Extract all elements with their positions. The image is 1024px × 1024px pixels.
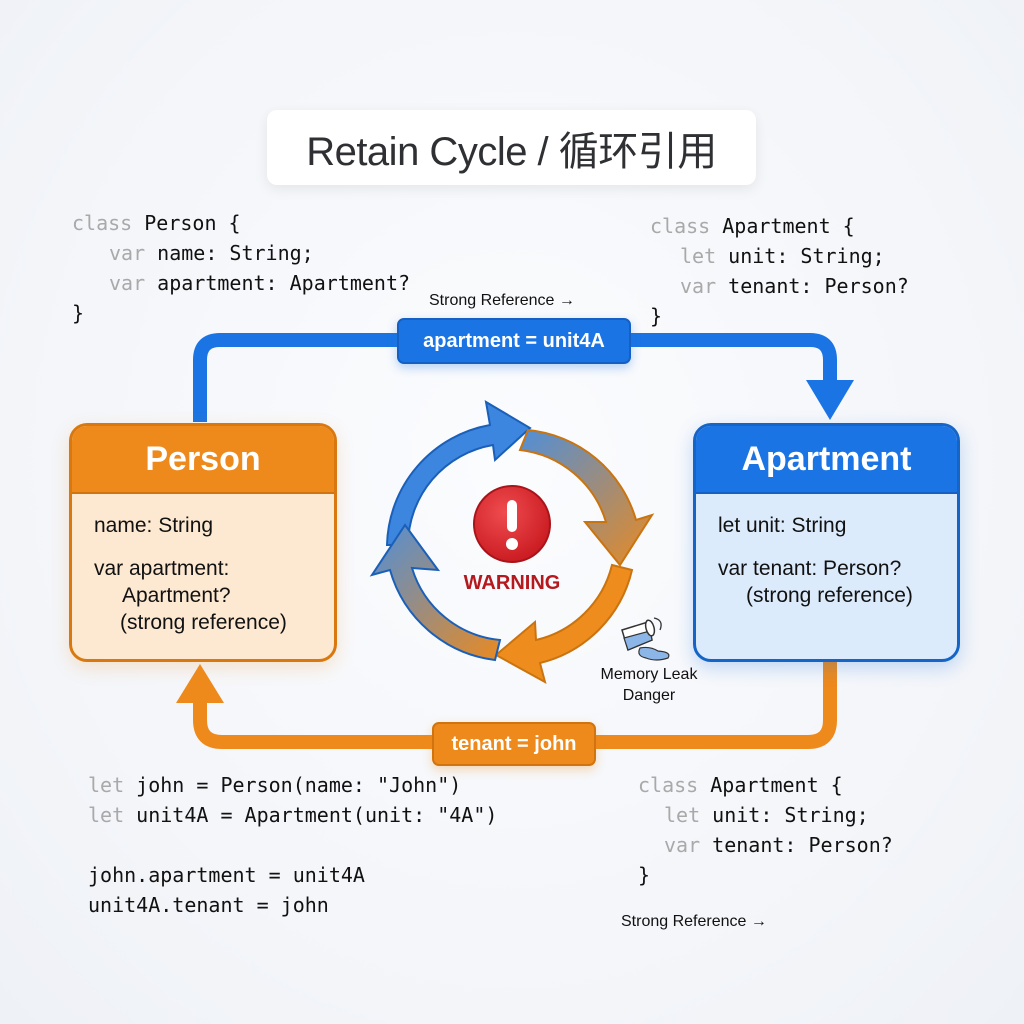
code-keyword: var bbox=[680, 274, 717, 298]
code-line: let unit: String; bbox=[650, 241, 909, 271]
code-line: john.apartment = unit4A bbox=[88, 860, 497, 890]
code-bottom-left: let john = Person(name: "John")let unit4… bbox=[88, 770, 497, 920]
code-line: var name: String; bbox=[72, 238, 410, 268]
person-class-box: Person name: String var apartment: Apart… bbox=[69, 423, 337, 662]
code-keyword: let bbox=[680, 244, 717, 268]
code-text: } bbox=[650, 304, 663, 328]
code-text: } bbox=[638, 863, 651, 887]
memory-leak-label: Memory Leak Danger bbox=[584, 664, 714, 706]
code-line: class Person { bbox=[72, 208, 410, 238]
warning-icon bbox=[473, 485, 551, 563]
code-text: Person { bbox=[132, 211, 241, 235]
code-line: var apartment: Apartment? bbox=[72, 268, 410, 298]
code-text: } bbox=[72, 301, 85, 325]
person-box-title: Person bbox=[72, 426, 334, 494]
warning-label: WARNING bbox=[463, 572, 561, 594]
tenant-assignment-label: tenant = john bbox=[432, 722, 596, 766]
code-keyword: class bbox=[650, 214, 711, 238]
apartment-box-title: Apartment bbox=[696, 426, 957, 494]
code-text: john.apartment = unit4A bbox=[88, 863, 365, 887]
code-text: Apartment { bbox=[698, 773, 843, 797]
code-top-left: class Person {var name: String;var apart… bbox=[72, 208, 410, 328]
apartment-assignment-label: apartment = unit4A bbox=[397, 318, 631, 364]
code-text: unit4A.tenant = john bbox=[88, 893, 329, 917]
code-keyword: var bbox=[109, 241, 146, 265]
code-text: apartment: Apartment? bbox=[145, 271, 411, 295]
memory-leak-line1: Memory Leak bbox=[600, 666, 698, 683]
code-keyword: class bbox=[72, 211, 133, 235]
spilled-cup-icon bbox=[621, 617, 670, 661]
code-top-right: class Apartment {let unit: String;var te… bbox=[650, 211, 909, 331]
code-line: class Apartment { bbox=[638, 770, 893, 800]
apartment-unit-property: let unit: String bbox=[718, 514, 847, 537]
code-line: } bbox=[72, 298, 410, 328]
code-text: unit4A = Apartment(unit: "4A") bbox=[124, 803, 498, 827]
code-line: } bbox=[650, 301, 909, 331]
apartment-tenant-property: var tenant: Person? bbox=[718, 557, 902, 580]
apartment-strong-reference-note: (strong reference) bbox=[746, 584, 913, 607]
person-name-property: name: String bbox=[94, 514, 214, 537]
arrowhead-down-icon bbox=[806, 380, 854, 420]
code-text: tenant: Person? bbox=[700, 833, 893, 857]
code-line: var tenant: Person? bbox=[638, 830, 893, 860]
code-text: unit: String; bbox=[716, 244, 885, 268]
code-line: var tenant: Person? bbox=[650, 271, 909, 301]
person-strong-reference-note: (strong reference) bbox=[120, 611, 287, 634]
code-bottom-right: class Apartment {let unit: String;var te… bbox=[638, 770, 893, 890]
memory-leak-line2: Danger bbox=[622, 687, 676, 704]
arrowhead-up-icon bbox=[176, 664, 224, 703]
code-line: let unit4A = Apartment(unit: "4A") bbox=[88, 800, 497, 830]
title-card: Retain Cycle / 循环引用 bbox=[267, 110, 756, 185]
code-keyword: class bbox=[638, 773, 699, 797]
code-keyword: let bbox=[88, 803, 125, 827]
code-text: john = Person(name: "John") bbox=[124, 773, 462, 797]
code-keyword: var bbox=[109, 271, 146, 295]
code-text: Apartment { bbox=[710, 214, 855, 238]
apartment-class-box: Apartment let unit: String var tenant: P… bbox=[693, 423, 960, 662]
code-line: let john = Person(name: "John") bbox=[88, 770, 497, 800]
person-apartment-type: Apartment? bbox=[122, 584, 231, 607]
code-line: unit4A.tenant = john bbox=[88, 890, 497, 920]
code-keyword: let bbox=[664, 803, 701, 827]
person-apartment-property: var apartment: bbox=[94, 557, 230, 580]
code-text: tenant: Person? bbox=[716, 274, 909, 298]
code-text: unit: String; bbox=[700, 803, 869, 827]
strong-reference-label-bottom: Strong Reference → bbox=[621, 913, 767, 930]
cycle-arrows-icon bbox=[369, 400, 655, 685]
code-line: class Apartment { bbox=[650, 211, 909, 241]
page-title: Retain Cycle / 循环引用 bbox=[306, 129, 717, 174]
code-line: let unit: String; bbox=[638, 800, 893, 830]
code-text: name: String; bbox=[145, 241, 314, 265]
code-line: } bbox=[638, 860, 893, 890]
strong-reference-label-top: Strong Reference → bbox=[429, 292, 575, 309]
code-keyword: var bbox=[664, 833, 701, 857]
code-keyword: let bbox=[88, 773, 125, 797]
